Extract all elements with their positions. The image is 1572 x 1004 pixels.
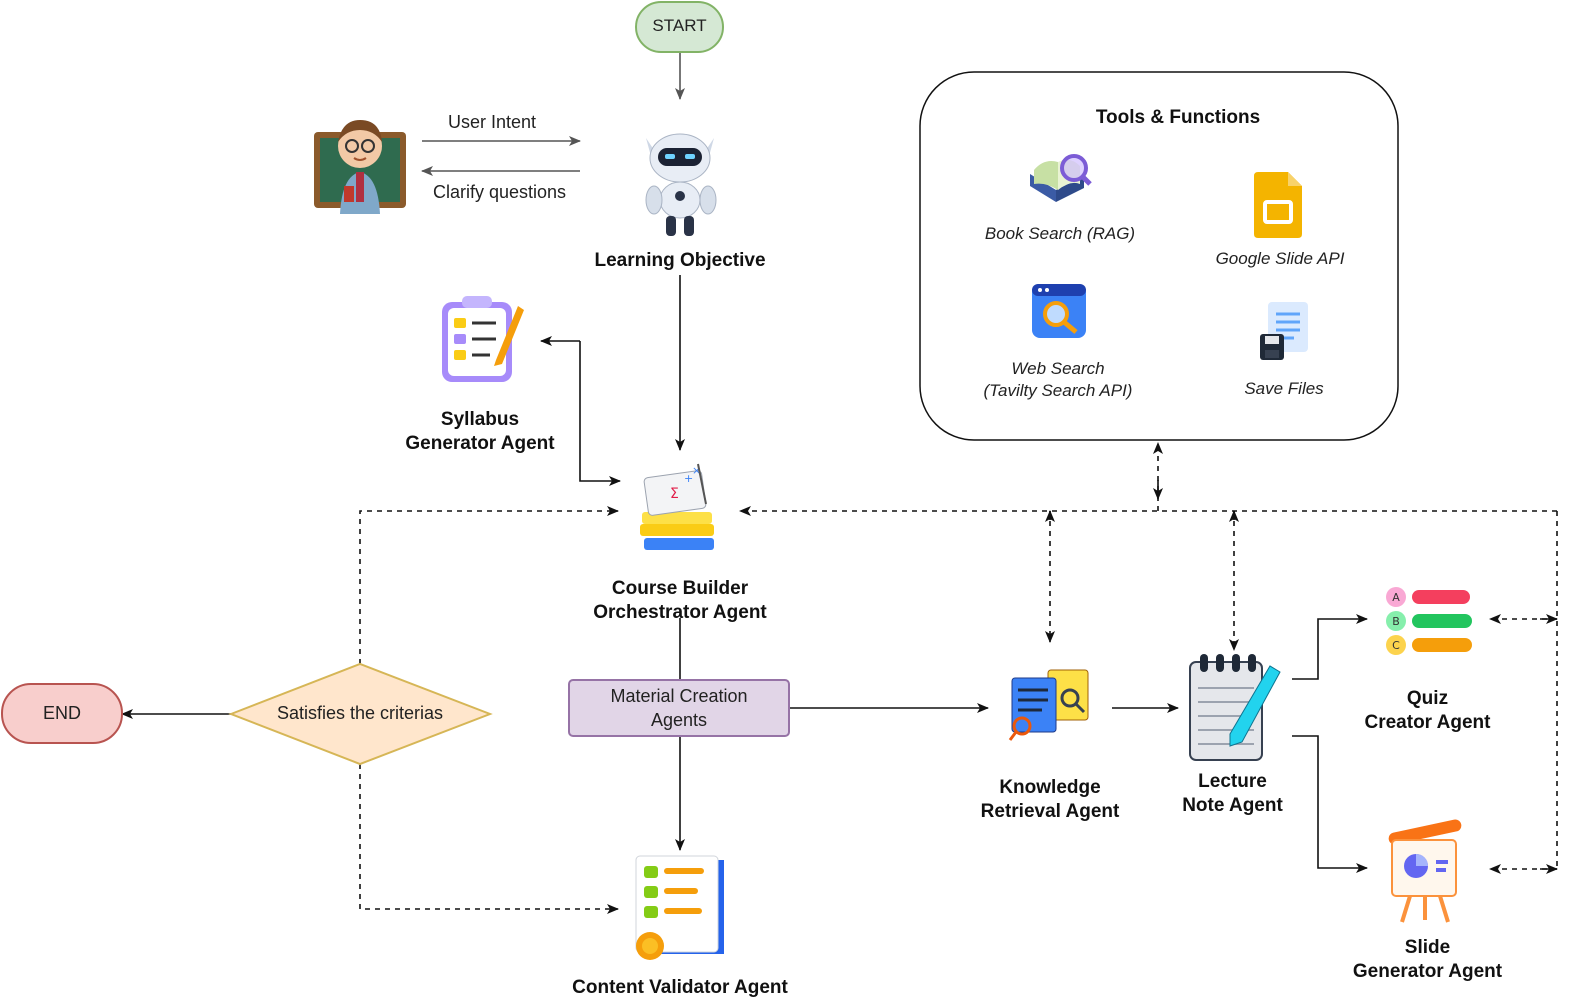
edge-lecture-to-slide: [1292, 735, 1368, 873]
quiz-icon-letter-a: A: [1392, 591, 1400, 604]
slide-label-2: Generator Agent: [1352, 961, 1503, 982]
user-intent-label: User Intent: [448, 112, 537, 132]
decision-label[interactable]: Satisfies the criterias: [276, 703, 444, 723]
clarify-label: Clarify questions: [433, 182, 567, 202]
book-search-label: Book Search (RAG): [984, 224, 1136, 243]
course-builder-icon: Σ + ×: [640, 463, 714, 550]
material-node-shape: [568, 679, 790, 737]
edge-lecture-to-quiz: [1292, 614, 1368, 680]
end-node-shape: [1, 683, 123, 744]
learning-objective-label: Learning Objective: [594, 250, 766, 271]
quiz-label-2: Creator Agent: [1364, 712, 1491, 733]
validator-label: Content Validator Agent: [572, 977, 788, 998]
course-builder-label-1: Course Builder: [611, 578, 749, 599]
knowledge-label-1: Knowledge: [999, 777, 1101, 798]
google-slide-label: Google Slide API: [1215, 249, 1345, 268]
web-search-label-2: (Tavilty Search API): [983, 381, 1133, 400]
material-label-1[interactable]: Material Creation: [610, 686, 748, 706]
book-search-icon: [1030, 154, 1092, 202]
google-slides-icon: [1254, 172, 1302, 238]
quiz-label-1: Quiz: [1406, 688, 1449, 709]
quiz-icon-letter-b: B: [1392, 615, 1400, 628]
robot-icon: [645, 133, 717, 236]
syllabus-label-1: Syllabus: [440, 409, 520, 430]
decision-node-shape: [228, 662, 493, 766]
edge-syllabus-to-builder: [579, 341, 621, 486]
lecture-label-2: Note Agent: [1182, 795, 1283, 816]
svg-text:+: +: [684, 472, 693, 485]
svg-text:Σ: Σ: [670, 486, 679, 502]
syllabus-icon: [442, 296, 524, 382]
quiz-icon-letter-c: C: [1392, 639, 1400, 652]
svg-text:×: ×: [692, 464, 701, 477]
edge-decision-to-builder: [359, 506, 619, 664]
save-files-icon: [1260, 302, 1308, 360]
course-builder-label-2: Orchestrator Agent: [593, 602, 767, 623]
lecture-note-icon: [1189, 654, 1281, 761]
web-search-icon: [1032, 284, 1086, 338]
save-files-label: Save Files: [1244, 379, 1324, 398]
tools-title: Tools & Functions: [1095, 107, 1261, 128]
quiz-icon: A B C: [1386, 587, 1472, 655]
start-label[interactable]: START: [652, 16, 707, 35]
knowledge-label-2: Retrieval Agent: [980, 801, 1120, 822]
syllabus-label-2: Generator Agent: [405, 433, 555, 454]
slide-icon: [1388, 819, 1462, 923]
material-label-2[interactable]: Agents: [650, 710, 708, 730]
edge-decision-to-validator: [359, 764, 619, 914]
lecture-label-1: Lecture: [1198, 771, 1267, 792]
knowledge-icon: [1008, 669, 1089, 741]
start-node-shape: [635, 1, 724, 53]
slide-label-1: Slide: [1404, 937, 1451, 958]
web-search-label-1: Web Search: [1011, 359, 1105, 378]
end-label[interactable]: END: [42, 703, 81, 723]
teacher-icon: [314, 120, 406, 214]
validator-icon: [635, 855, 724, 960]
